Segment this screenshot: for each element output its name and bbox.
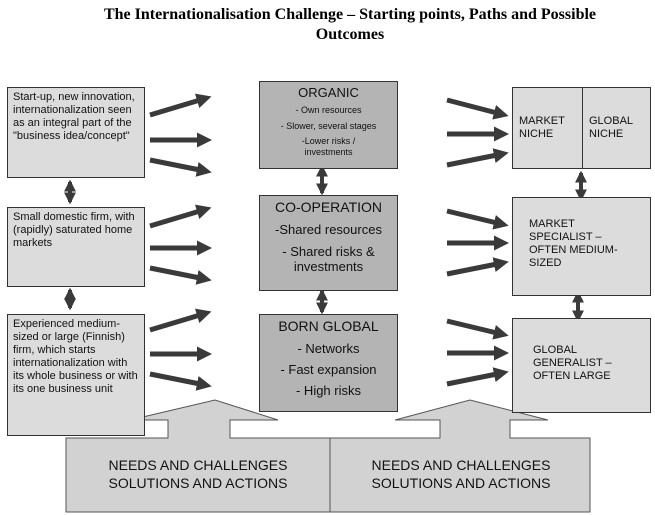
- path-born-global: BORN GLOBAL - Networks - Fast expansion …: [259, 314, 398, 412]
- title-line-1: The Internationalisation Challenge – Sta…: [103, 6, 597, 23]
- title-line-2: Outcomes: [315, 26, 385, 43]
- path-line: - Networks: [297, 341, 360, 356]
- outcome-market-niche-label: MARKET NICHE: [519, 115, 565, 140]
- diagram-title: The Internationalisation Challenge – Sta…: [40, 5, 655, 45]
- starting-point-experienced-firm: Experienced medium-sized or large (Finni…: [7, 314, 145, 436]
- path-heading: ORGANIC: [298, 85, 359, 100]
- path-heading: BORN GLOBAL: [278, 318, 379, 334]
- bottom-left-line-2: SOLUTIONS AND ACTIONS: [108, 475, 288, 491]
- path-line: - Own resources: [295, 105, 362, 115]
- bottom-right-line-1: NEEDS AND CHALLENGES: [371, 457, 551, 473]
- arrow-right-1c: [446, 148, 509, 168]
- arrow-left-2a: [149, 204, 212, 229]
- path-organic: ORGANIC - Own resources - Slower, severa…: [259, 81, 398, 169]
- path-line: - Slower, several stages: [280, 121, 377, 131]
- bottom-right-text: NEEDS AND CHALLENGES SOLUTIONS AND ACTIO…: [334, 456, 588, 492]
- outcome-global-niche-label: GLOBAL NICHE: [589, 115, 633, 140]
- arrow-right-2a: [446, 208, 509, 230]
- arrow-right-1a: [446, 97, 509, 120]
- arrow-right-2c: [446, 257, 509, 277]
- bottom-band-right: [329, 399, 591, 513]
- outcome-market-niche: MARKET NICHE: [513, 88, 583, 168]
- path-line: -Lower risks / investments: [301, 136, 356, 157]
- starting-point-text: Small domestic firm, with (rapidly) satu…: [13, 211, 135, 249]
- arrow-left-1a: [149, 93, 212, 118]
- arrow-left-3c: [149, 371, 212, 391]
- arrow-right-3c: [446, 367, 509, 387]
- outcome-market-specialist: MARKET SPECIALIST – OFTEN MEDIUM-SIZED: [512, 197, 651, 296]
- arrow-left-2c: [149, 265, 212, 285]
- path-line: - Shared risks & investments: [282, 244, 375, 274]
- starting-point-text: Start-up, new innovation, internationali…: [13, 91, 135, 142]
- path-line: -Shared resources: [275, 222, 382, 237]
- bottom-left-text: NEEDS AND CHALLENGES SOLUTIONS AND ACTIO…: [70, 456, 326, 492]
- outcome-global-generalist-label: GLOBAL GENERALIST – OFTEN LARGE: [533, 344, 612, 382]
- starting-point-startup: Start-up, new innovation, internationali…: [7, 87, 145, 178]
- path-co-operation: CO-OPERATION -Shared resources - Shared …: [259, 195, 398, 291]
- outcome-global-niche: GLOBAL NICHE: [583, 88, 650, 168]
- arrow-right-3a: [446, 318, 509, 340]
- path-heading: CO-OPERATION: [274, 199, 383, 215]
- bottom-band-left: [65, 399, 331, 513]
- arrow-left-1c: [149, 157, 212, 177]
- path-line: - High risks: [295, 383, 361, 398]
- bottom-left-line-1: NEEDS AND CHALLENGES: [108, 457, 288, 473]
- bottom-right-line-2: SOLUTIONS AND ACTIONS: [371, 475, 551, 491]
- outcome-niche: MARKET NICHE GLOBAL NICHE: [512, 87, 651, 169]
- outcome-global-generalist: GLOBAL GENERALIST – OFTEN LARGE: [512, 318, 651, 413]
- arrow-left-3a: [149, 308, 212, 333]
- path-line: - Fast expansion: [280, 362, 377, 377]
- starting-point-small-domestic: Small domestic firm, with (rapidly) satu…: [7, 207, 145, 287]
- starting-point-text: Experienced medium-sized or large (Finni…: [13, 318, 138, 395]
- outcome-market-specialist-label: MARKET SPECIALIST – OFTEN MEDIUM-SIZED: [529, 218, 618, 269]
